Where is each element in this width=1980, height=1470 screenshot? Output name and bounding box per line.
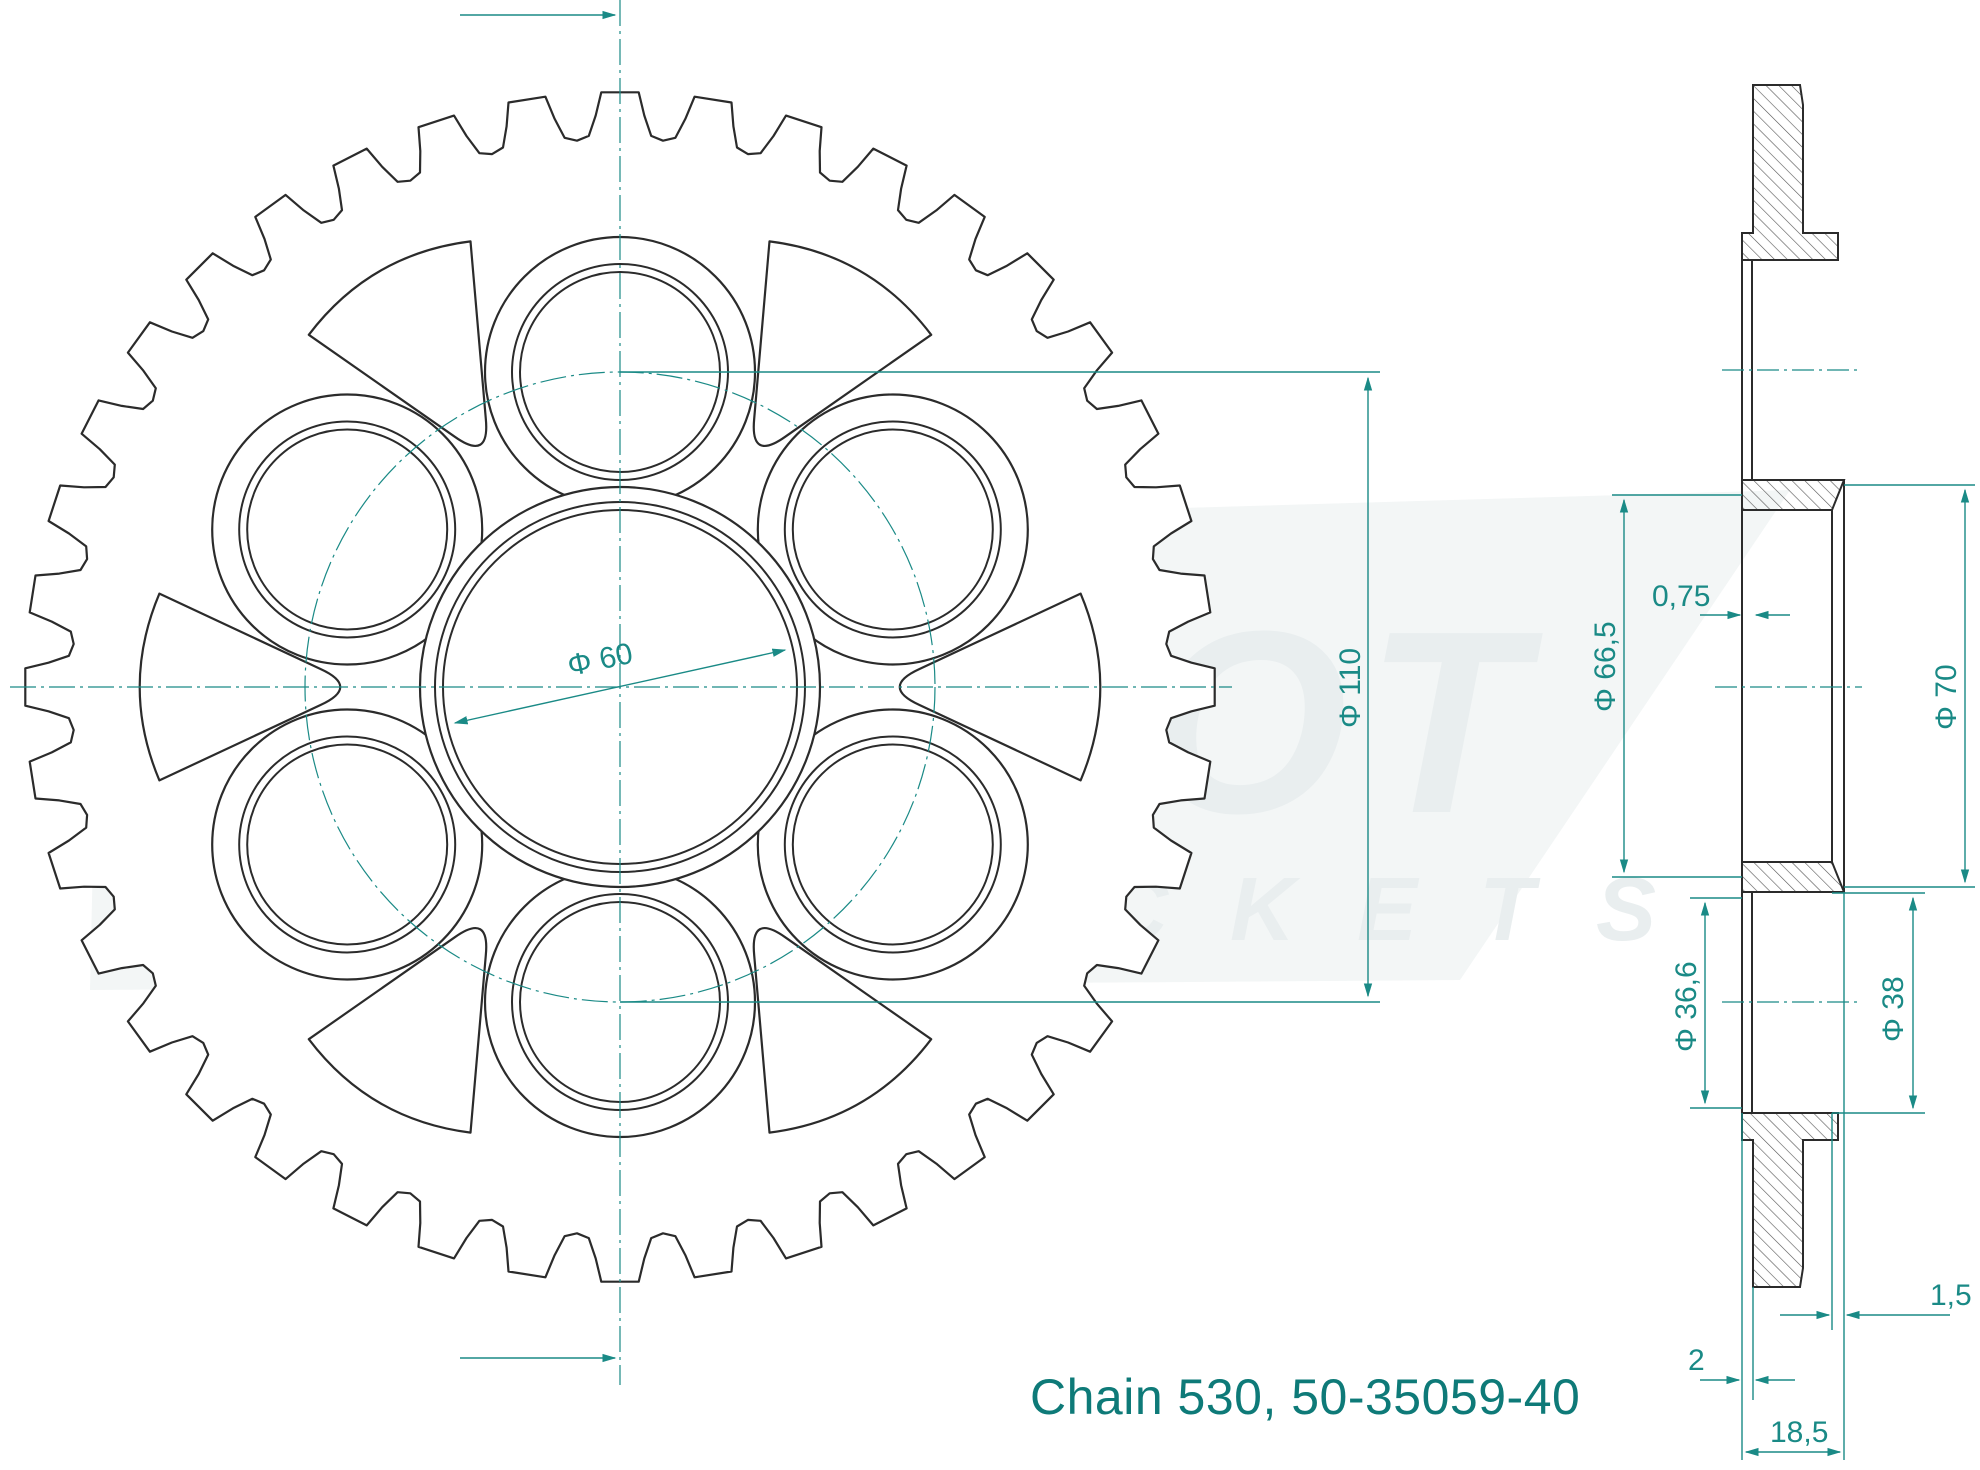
dim-pilot-left: Φ 36,6 bbox=[1670, 961, 1703, 1052]
side-centerlines bbox=[1715, 369, 1862, 1003]
bolt-hole bbox=[783, 735, 1002, 954]
dim-hub-step: 0,75 bbox=[1652, 580, 1710, 613]
bolt-hole bbox=[246, 743, 449, 946]
bolt-hole bbox=[238, 735, 457, 954]
dim-offset-left: 2 bbox=[1688, 1344, 1705, 1377]
bolt-hole bbox=[246, 428, 449, 631]
dim-pilot-right: Φ 38 bbox=[1877, 976, 1910, 1042]
lightening-cutout bbox=[307, 927, 488, 1134]
bolt-hole bbox=[791, 428, 994, 631]
sprocket-front-view bbox=[10, 0, 1232, 1385]
bolt-hole bbox=[238, 420, 457, 639]
lightening-cutout bbox=[138, 592, 342, 782]
sprocket-side-view bbox=[1715, 84, 1862, 1288]
side-section-hatched bbox=[1741, 84, 1846, 1288]
lightening-cutout bbox=[752, 927, 933, 1134]
dim-hub-bore: Φ 66,5 bbox=[1589, 621, 1622, 712]
side-dimensions bbox=[1612, 484, 1975, 1460]
lightening-cutout bbox=[307, 240, 488, 447]
lightening-cutout bbox=[752, 240, 933, 447]
bolt-hole bbox=[791, 743, 994, 946]
front-dimensions bbox=[453, 10, 1380, 1363]
dim-hub-outer: Φ 70 bbox=[1930, 664, 1963, 730]
part-caption: Chain 530, 50-35059-40 bbox=[1030, 1369, 1581, 1425]
dim-offset-right: 1,5 bbox=[1930, 1279, 1972, 1312]
dim-bolt-circle: Φ 110 bbox=[1334, 648, 1367, 728]
bolt-hole bbox=[783, 420, 1002, 639]
dim-total-width: 18,5 bbox=[1770, 1416, 1828, 1449]
